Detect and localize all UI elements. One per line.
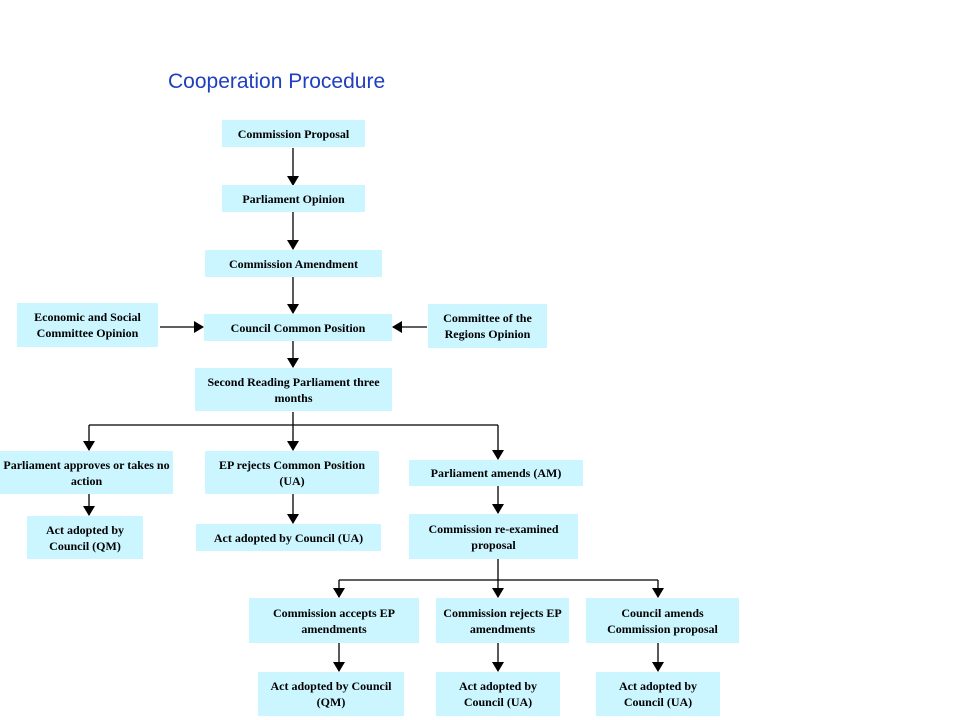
node-act-adopted-qm-2: Act adopted by Council (QM) (258, 672, 404, 716)
node-parliament-opinion: Parliament Opinion (222, 185, 365, 212)
node-council-amends: Council amends Commission proposal (586, 598, 739, 643)
node-commission-proposal: Commission Proposal (222, 120, 365, 147)
node-cor-opinion: Committee of the Regions Opinion (428, 304, 547, 348)
node-parliament-approves: Parliament approves or takes no action (0, 451, 173, 494)
node-esc-opinion: Economic and Social Committee Opinion (17, 303, 158, 347)
diagram-title: Cooperation Procedure (168, 70, 386, 93)
node-act-adopted-qm-1: Act adopted by Council (QM) (27, 516, 143, 559)
node-commission-rejects: Commission rejects EP amendments (436, 598, 569, 643)
node-commission-amendment: Commission Amendment (205, 250, 382, 277)
node-second-reading: Second Reading Parliament three months (195, 368, 392, 411)
node-ep-rejects: EP rejects Common Position (UA) (205, 451, 379, 494)
node-parliament-amends: Parliament amends (AM) (409, 460, 583, 486)
node-council-common-position: Council Common Position (204, 314, 392, 341)
node-commission-reexamined: Commission re-examined proposal (409, 514, 578, 559)
node-commission-accepts: Commission accepts EP amendments (249, 598, 419, 643)
node-act-adopted-ua-2: Act adopted by Council (UA) (436, 672, 560, 716)
node-act-adopted-ua-1: Act adopted by Council (UA) (196, 524, 381, 551)
node-act-adopted-ua-3: Act adopted by Council (UA) (596, 672, 720, 716)
